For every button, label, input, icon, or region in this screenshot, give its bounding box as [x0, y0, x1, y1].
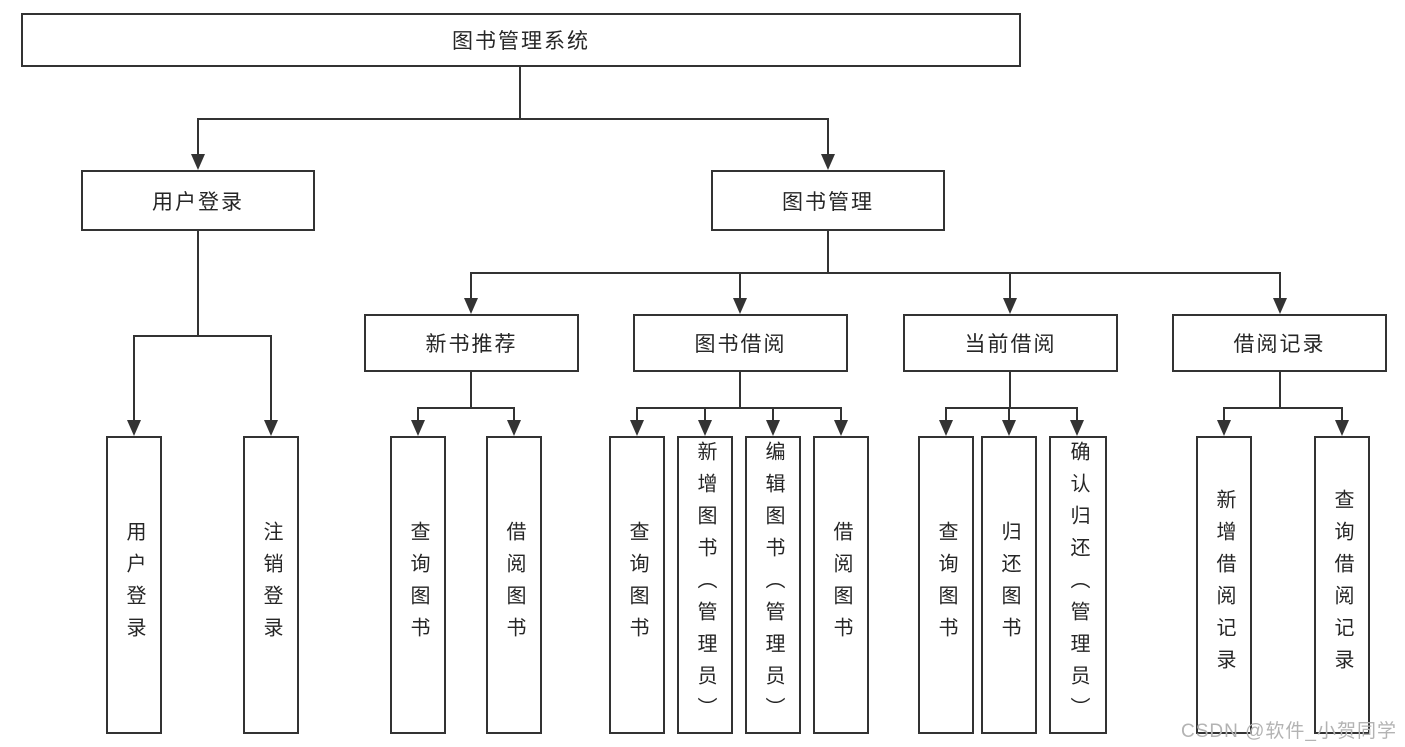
arrow-down-icon: [630, 420, 644, 436]
arrow-down-icon: [939, 420, 953, 436]
connector-vline: [197, 118, 199, 156]
node-label: 确认归还（管理员）: [1067, 441, 1089, 729]
node-label: 借阅记录: [1233, 333, 1326, 356]
node-label: 查询图书: [407, 521, 429, 649]
connector-vline: [827, 118, 829, 156]
connector-vline: [739, 272, 741, 298]
arrow-down-icon: [733, 298, 747, 314]
node-borrow-books-recommend: 借阅图书: [486, 436, 542, 734]
arrow-down-icon: [1070, 420, 1084, 436]
connector-vline: [519, 67, 521, 118]
node-query-books-borrow: 查询图书: [609, 436, 665, 734]
node-user-login: 用户登录: [106, 436, 162, 734]
node-query-books-current: 查询图书: [918, 436, 974, 734]
connector-vline: [739, 372, 741, 407]
connector-vline: [470, 272, 472, 298]
node-label: 新增借阅记录: [1213, 489, 1235, 681]
arrow-down-icon: [1002, 420, 1016, 436]
node-query-books-recommend: 查询图书: [390, 436, 446, 734]
arrow-down-icon: [507, 420, 521, 436]
node-label: 借阅图书: [830, 521, 852, 649]
node-add-borrow-record: 新增借阅记录: [1196, 436, 1252, 734]
connector-vline: [1008, 407, 1010, 420]
node-book-borrowing: 图书借阅: [633, 314, 848, 372]
connector-vline: [704, 407, 706, 420]
node-borrowing-records: 借阅记录: [1172, 314, 1387, 372]
node-label: 用户登录: [123, 521, 145, 649]
node-current-borrowing: 当前借阅: [903, 314, 1118, 372]
connector-vline: [513, 407, 515, 420]
arrow-down-icon: [1217, 420, 1231, 436]
node-confirm-return-admin: 确认归还（管理员）: [1049, 436, 1107, 734]
arrow-down-icon: [264, 420, 278, 436]
connector-hline: [197, 118, 829, 120]
arrow-down-icon: [698, 420, 712, 436]
node-label: 查询图书: [626, 521, 648, 649]
connector-vline: [1341, 407, 1343, 420]
node-logout: 注销登录: [243, 436, 299, 734]
arrow-down-icon: [1003, 298, 1017, 314]
node-return-books: 归还图书: [981, 436, 1037, 734]
connector-vline: [1009, 372, 1011, 407]
node-label: 归还图书: [998, 521, 1020, 649]
connector-vline: [1009, 272, 1011, 298]
connector-vline: [840, 407, 842, 420]
node-label: 查询借阅记录: [1331, 489, 1353, 681]
connector-vline: [270, 335, 272, 420]
arrow-down-icon: [766, 420, 780, 436]
arrow-down-icon: [127, 420, 141, 436]
node-borrow-books: 借阅图书: [813, 436, 869, 734]
connector-hline: [417, 407, 515, 409]
connector-vline: [133, 335, 135, 420]
node-label: 注销登录: [260, 521, 282, 649]
csdn-watermark: CSDN @软件_小贺同学: [1181, 721, 1397, 742]
connector-vline: [772, 407, 774, 420]
connector-vline: [1223, 407, 1225, 420]
connector-hline: [636, 407, 842, 409]
connector-vline: [197, 231, 199, 335]
connector-hline: [945, 407, 1078, 409]
node-label: 图书管理: [782, 190, 874, 214]
node-label: 新书推荐: [425, 333, 518, 356]
node-label: 借阅图书: [503, 521, 525, 649]
arrow-down-icon: [834, 420, 848, 436]
node-edit-books-admin: 编辑图书（管理员）: [745, 436, 801, 734]
connector-vline: [470, 372, 472, 407]
node-label: 图书管理系统: [452, 30, 590, 53]
arrow-down-icon: [191, 154, 205, 170]
connector-hline: [133, 335, 272, 337]
connector-vline: [636, 407, 638, 420]
node-add-books-admin: 新增图书（管理员）: [677, 436, 733, 734]
node-label: 图书借阅: [694, 333, 787, 356]
arrow-down-icon: [411, 420, 425, 436]
node-label: 编辑图书（管理员）: [762, 441, 784, 729]
node-label: 查询图书: [935, 521, 957, 649]
arrow-down-icon: [821, 154, 835, 170]
connector-vline: [827, 231, 829, 272]
node-book-management-module: 图书管理: [711, 170, 945, 231]
connector-vline: [1279, 272, 1281, 298]
connector-vline: [945, 407, 947, 420]
node-query-borrow-record: 查询借阅记录: [1314, 436, 1370, 734]
node-user-login-module: 用户登录: [81, 170, 315, 231]
node-label: 新增图书（管理员）: [694, 441, 716, 729]
node-label: 当前借阅: [964, 333, 1057, 356]
connector-vline: [1076, 407, 1078, 420]
arrow-down-icon: [464, 298, 478, 314]
node-library-management-system: 图书管理系统: [21, 13, 1021, 67]
node-new-book-recommend: 新书推荐: [364, 314, 579, 372]
node-label: 用户登录: [152, 190, 244, 214]
arrow-down-icon: [1335, 420, 1349, 436]
connector-vline: [417, 407, 419, 420]
connector-vline: [1279, 372, 1281, 407]
arrow-down-icon: [1273, 298, 1287, 314]
connector-hline: [470, 272, 1281, 274]
connector-hline: [1223, 407, 1343, 409]
